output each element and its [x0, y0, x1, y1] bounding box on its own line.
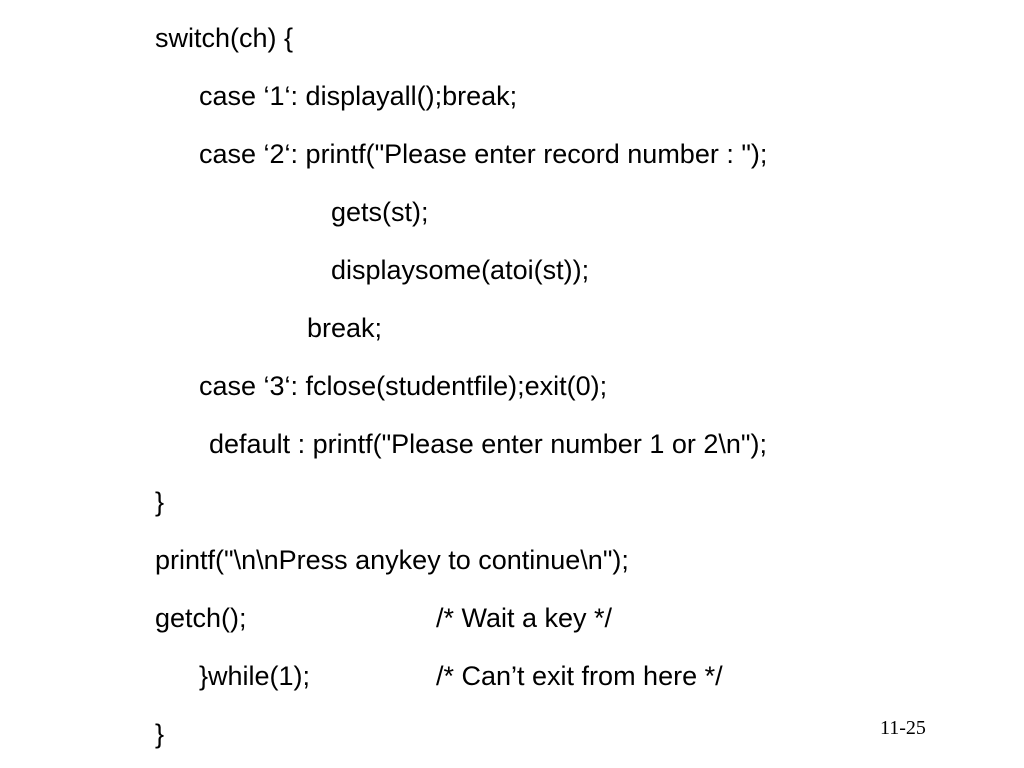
code-line-case-3: case ‘3‘: fclose(studentfile);exit(0);	[199, 371, 608, 401]
code-line-case-2: case ‘2‘: printf("Please enter record nu…	[199, 139, 768, 169]
page-number: 11-25	[880, 717, 926, 739]
code-line-gets: gets(st);	[331, 197, 429, 227]
code-line-displaysome: displaysome(atoi(st));	[331, 255, 590, 285]
code-line-while: }while(1);	[199, 661, 311, 691]
code-line-close-brace: }	[155, 487, 165, 517]
code-line-getch: getch();	[155, 603, 247, 633]
code-line-final-brace: }	[155, 719, 165, 749]
comment-wait-key: /* Wait a key */	[436, 603, 613, 633]
comment-cant-exit: /* Can’t exit from here */	[436, 661, 723, 691]
code-line-case-1: case ‘1‘: displayall();break;	[199, 81, 518, 111]
code-line-printf-continue: printf("\n\nPress anykey to continue\n")…	[155, 545, 629, 575]
code-line-switch: switch(ch) {	[155, 23, 294, 53]
code-line-break: break;	[307, 313, 383, 343]
code-line-default: default : printf("Please enter number 1 …	[209, 429, 767, 459]
